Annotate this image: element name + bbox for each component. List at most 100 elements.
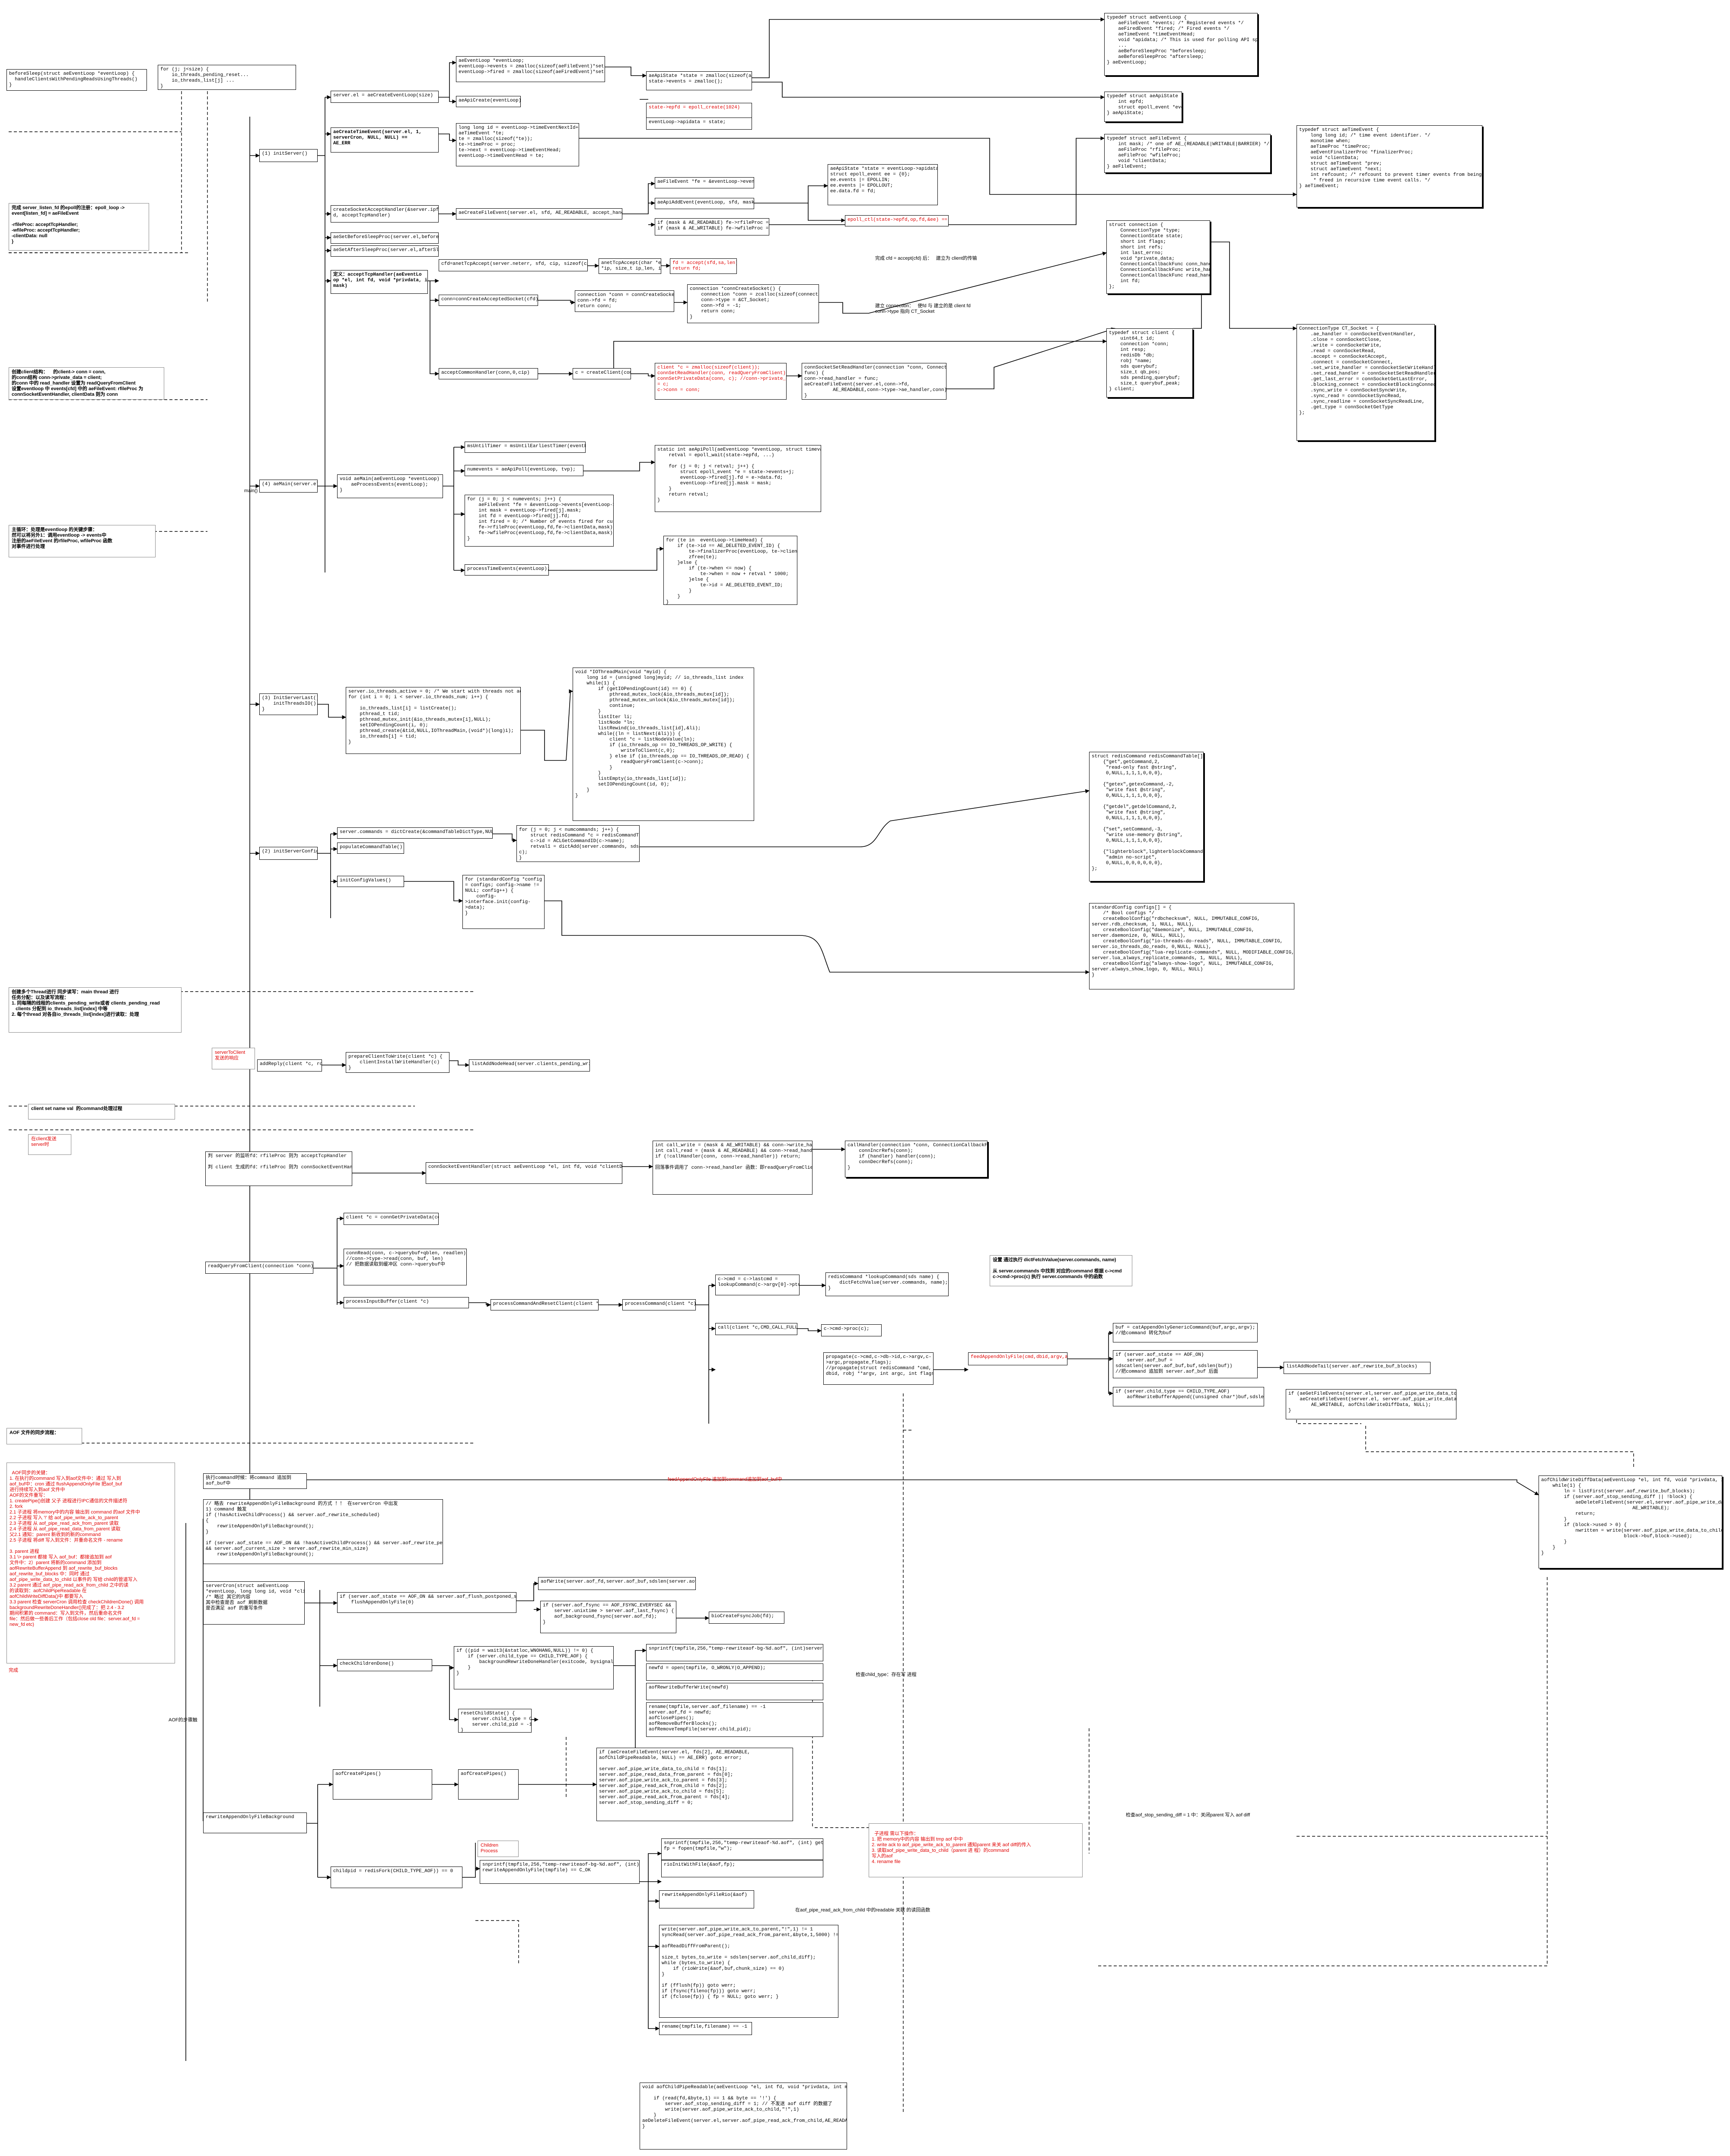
- epoll-create-text: state->epfd = epoll_create(1024): [649, 105, 740, 110]
- cmd-fetch-note: 设置 通过执行 dictFetchValue(server.commands, …: [990, 1255, 1132, 1286]
- process-time-events-call-box[interactable]: processTimeEvents(eventLoop);: [465, 564, 549, 576]
- child-process-note: Children Process: [478, 1841, 519, 1857]
- feed-append-only-file-box[interactable]: feedAppendOnlyFile(cmd,dbid,argv,argc): [968, 1352, 1067, 1365]
- epoll-add-body-box: aeApiState *state = eventLoop->apidata; …: [828, 164, 938, 205]
- aof-child-write-diff-data-box: aofChildWriteDiffData(aeEventLoop *el, i…: [1539, 1475, 1722, 1568]
- ae-apistate-struct-box: typedef struct aeApiState { int epfd; st…: [1104, 92, 1182, 122]
- aof-flow-label: AOF的步骤触: [169, 1717, 198, 1723]
- conn-create-accepted-box[interactable]: conn=connCreateAcceptedSocket(cfd): [439, 295, 538, 306]
- read-query-from-client-box[interactable]: readQueryFromClient(connection *conn): [205, 1262, 313, 1274]
- server-el-box[interactable]: server.el = aeCreateEventLoop(size): [331, 91, 439, 103]
- flush-append-only-call-box: if (server.aof_state == AOF_ON && server…: [337, 1592, 516, 1613]
- aof-rewrite-buffer-write-box: aofRewriteBufferWrite(newfd): [646, 1683, 823, 1700]
- accept-tcp-handler-box[interactable]: 定义：acceptTcpHandler(aeEventLo op *el, in…: [331, 270, 428, 294]
- create-client-call-box[interactable]: c = createClient(conn): [573, 368, 631, 379]
- ae-timeevent-struct-box: typedef struct aeTimeEvent { long long i…: [1297, 125, 1482, 207]
- main-loop-note: 主循环：处理是eventloop 的关键步骤： 然可以将另外1：调用eventl…: [9, 525, 156, 557]
- accept-common-handler-box[interactable]: acceptCommonHandler(conn,0,cip): [439, 368, 538, 379]
- ae-create-time-event-box[interactable]: aeCreateTimeEvent(server.el, 1, serverCr…: [331, 127, 439, 153]
- conn-read-call-box: connRead(conn, c->querybuf+qblen, readle…: [344, 1249, 467, 1285]
- init-server-last-box[interactable]: (3) InitServerLast() { initThreadsIO() }: [259, 693, 318, 715]
- mask-setup-box: if (mask & AE_READABLE) fe->rfileProc = …: [655, 218, 769, 235]
- conn-socket-set-read-handler-box: connSocketSetReadHandler(connection *con…: [802, 363, 946, 400]
- rewrite-aof-rio-box: rewriteAppendOnlyFileRio(&aof): [659, 1890, 754, 1908]
- create-client-red-text: client *c = zmalloc(sizeof(client)); con…: [657, 365, 787, 393]
- ae-api-add-event-box[interactable]: aeApiAddEvent(eventLoop, sfd, mask): [655, 198, 754, 209]
- open-temp-box: newfd = open(tmpfile, O_WRONLY|O_APPEND)…: [646, 1663, 823, 1681]
- parent-read-ack-label: 在aof_pipe_read_ack_from_child 中的readable…: [795, 1908, 930, 1913]
- populate-command-table-box[interactable]: populateCommandTable(): [337, 843, 404, 854]
- connection-type-struct-box: ConnectionType CT_Socket = { .ae_handler…: [1297, 324, 1435, 441]
- accept-tcp-handler-text: 定义：acceptTcpHandler(aeEventLo op *el, in…: [333, 272, 427, 289]
- aof-child-pipe-readable-box: void aofChildPipeReadable(aeEventLoop *e…: [640, 2083, 847, 2150]
- ae-apistate-zmalloc-box: aeApiState *state = zmalloc(sizeof(aeApi…: [646, 71, 752, 90]
- server-listen-note: 完成 server_listen_fd 的epoll的注册：epoll_loop…: [9, 203, 149, 251]
- aof-create-pipes-call-box: aofCreatePipes(): [458, 1769, 519, 1800]
- client-created-note: 创建client结构： 的client-> conn = conn, 的conn…: [9, 367, 164, 400]
- standard-configs-box: standardConfig configs[] = { /* Bool con…: [1089, 903, 1294, 989]
- threads-note: 创建多个Thread进行 同步读写：main thread 进行 任务分配：以及…: [9, 987, 182, 1033]
- rio-init-box: rioInitWithFile(&aof,fp);: [661, 1860, 823, 1877]
- check-children-done-box[interactable]: checkChildrenDone(): [337, 1659, 432, 1671]
- call-cmd-box[interactable]: call(client *c,CMD_CALL_FULL): [715, 1323, 797, 1335]
- before-sleep-box: beforeSleep(struct aeEventLoop *eventLoo…: [6, 69, 147, 91]
- eventloop-apidata-box: eventLoop->apidata = state;: [646, 118, 752, 130]
- set-after-sleep-box[interactable]: aeSetAfterSleepProc(server.el,afterSleep…: [331, 245, 439, 257]
- rename-body-box: rename(tmpfile,server.aof_filename) == -…: [646, 1702, 823, 1737]
- populate-loop-box: for (j = 0; j < numcommands; j++) { stru…: [516, 825, 640, 862]
- epoll-create-box: state->epfd = epoll_create(1024): [646, 103, 752, 120]
- connection-struct-box: struct connection { ConnectionType *type…: [1106, 220, 1210, 294]
- anet-tcp-accept-call-box: cfd=anetTcpAccept(server.neterr, sfd, ci…: [439, 259, 588, 271]
- propagate-box: propagate(c->cmd,c->db->id,c->argv,c- >a…: [823, 1352, 933, 1385]
- conn-socket-event-body-box: int call_write = (mask & AE_WRITABLE) &&…: [653, 1141, 812, 1195]
- stop-sending-diff-label: 检查aof_stop_sending_diff = 1 中：关闭parent 写…: [1126, 1813, 1250, 1818]
- ae-create-time-event-text: aeCreateTimeEvent(server.el, 1, serverCr…: [333, 130, 422, 146]
- init-server-config-box[interactable]: (2) initServerConfig(): [259, 847, 318, 860]
- ae-fileevent-struct-box: typedef struct aeFileEvent { int mask; /…: [1104, 134, 1271, 173]
- rewrite-aof-background-box[interactable]: rewriteAppendOnlyFileBackground: [203, 1813, 307, 1833]
- process-input-buffer-box[interactable]: processInputBuffer(client *c): [344, 1297, 469, 1308]
- child-rewrite-box: snprintf(tmpfile,256,"temp-rewriteaof-bg…: [480, 1860, 640, 1884]
- conn-get-private-data-box: client *c = connGetPrivateData(conn);: [344, 1213, 439, 1225]
- ms-until-timer-box: msUntilTimer = msUntilEarliestTimer(even…: [465, 442, 586, 453]
- aof-create-pipes-box[interactable]: aofCreatePipes(): [333, 1769, 432, 1800]
- ae-api-poll-call-box[interactable]: numevents = aeApiPoll(eventLoop, tvp);: [465, 465, 583, 476]
- redis-fork-box[interactable]: childpid = redisFork(CHILD_TYPE_AOF)) ==…: [331, 1867, 462, 1888]
- conn-socket-event-handler-box[interactable]: connSocketEventHandler(struct aeEventLoo…: [426, 1162, 622, 1184]
- client-side-note: 在client发送 server时: [28, 1134, 71, 1155]
- aof-on-buf-box: if (server.aof_state == AOF_ON) server.a…: [1113, 1350, 1258, 1378]
- child-type-label: 检查child_type：存在写 进程: [856, 1672, 917, 1677]
- child-todo-note: 子进程 需以下操作： 1. 把 memory中的内容 输出到 tmp aof 中…: [869, 1823, 1083, 1877]
- init-config-values-box[interactable]: initConfigValues(): [337, 876, 404, 887]
- client-struct-box: typedef struct client { uint64_t id; con…: [1106, 328, 1193, 397]
- create-client-body-box: client *c = zmalloc(sizeof(client)); con…: [655, 363, 787, 400]
- process-command-and-reset-box[interactable]: processCommandAndResetClient(client *c): [491, 1299, 599, 1310]
- server-commands-box: server.commands = dictCreate(&commandTab…: [337, 827, 493, 839]
- ae-main-box[interactable]: (4) aeMain(server.el): [259, 480, 318, 493]
- rename-tmp-box: rename(tmpfile,filename) == -1: [659, 2022, 752, 2035]
- add-reply-box[interactable]: addReply(client *c, robj *obj): [257, 1059, 322, 1072]
- fsync-check-box: if (server.aof_fsync == AOF_FSYNC_EVERYS…: [540, 1601, 676, 1633]
- ae-api-create-box[interactable]: aeApiCreate(eventLoop): [456, 96, 521, 107]
- init-config-loop-box: for (standardConfig *config = configs; c…: [462, 875, 545, 929]
- server-ignore-box: 判 server 的监听fd：rfileProc 则为 acceptTcpHan…: [205, 1151, 352, 1186]
- set-before-sleep-box[interactable]: aeSetBeforeSleepProc(server.el,beforeSle…: [331, 232, 439, 244]
- process-time-events-body-box: for (te in eventLoop->timeHead) { if (te…: [663, 536, 797, 605]
- aof-write-box: aofWrite(server.aof_fd,server.aof_buf,sd…: [538, 1577, 696, 1590]
- redis-command-table-box: struct redisCommand redisCommandTable[] …: [1089, 752, 1204, 881]
- lookup-command-call-box: c->cmd = c->lastcmd = lookupCommand(c->a…: [715, 1275, 800, 1295]
- aof-create-pipes-body-box: if (aeCreateFileEvent(server.el, fds[2],…: [596, 1748, 793, 1821]
- accept-fd-text: fd = accept(sfd,sa,len) return fd;: [672, 261, 737, 271]
- ae-eventloop-struct-box: typedef struct aeEventLoop { aeFileEvent…: [1104, 13, 1258, 76]
- list-add-node-head-box: listAddNodeHead(server.clients_pending_w…: [469, 1059, 590, 1072]
- init-server-box[interactable]: (1) initServer(): [259, 149, 318, 162]
- conn-create-socket-box: connection *conn = connCreateSocket(); c…: [575, 290, 674, 312]
- create-socket-accept-box[interactable]: createSocketAcceptHandler(&server.ipf d,…: [331, 205, 439, 223]
- conn-create-socket-body-box: connection *connCreateSocket() { connect…: [687, 284, 819, 323]
- io-thread-main-body-box: void *IOThreadMain(void *myid) { long id…: [573, 668, 754, 821]
- aof-keys-note: AOF同步的关键： 1. 在执行的command 写入到aof文件中：通过 写入…: [6, 1463, 175, 1663]
- list-add-node-tail-box: listAddNodeTail(server.aof_rewrite_buf_b…: [1284, 1362, 1431, 1374]
- before-sleep-aof-box: // 略去 rewriteAppendOnlyFileBackground 的方…: [203, 1499, 443, 1564]
- aof-keys-text: AOF同步的关键： 1. 在执行的command 写入到aof文件中：通过 写入…: [10, 1470, 144, 1627]
- process-command-box[interactable]: processCommand(client *c): [622, 1299, 696, 1310]
